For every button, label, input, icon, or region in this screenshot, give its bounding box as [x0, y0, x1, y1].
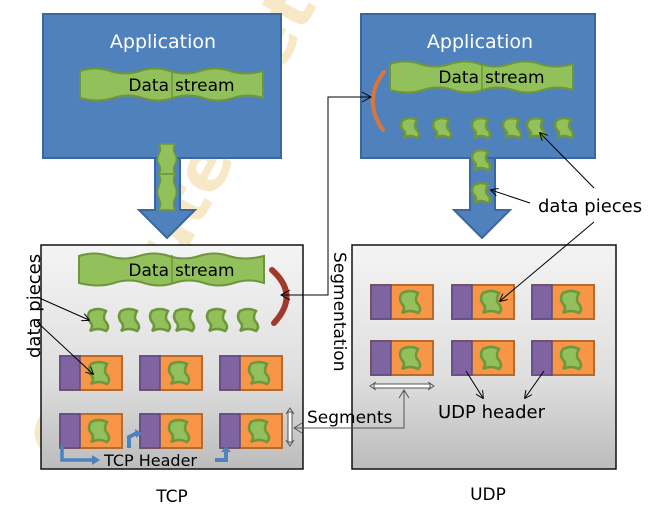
- segments-connector: [294, 390, 405, 429]
- udp-data-piece: [399, 116, 421, 140]
- segment-header: [59, 355, 81, 391]
- tcp-data-pieces: [86, 307, 260, 333]
- tcp-data-piece: [205, 307, 229, 333]
- segments-arrowhead-tcp: [293, 422, 303, 434]
- udp-segment: [531, 340, 595, 376]
- udp-header-pointer-2: [525, 370, 545, 398]
- segmentation-connector: [281, 96, 370, 296]
- segment-data-piece: [87, 418, 111, 444]
- tcp-segment: [139, 413, 203, 449]
- segment-data-piece: [247, 360, 271, 386]
- segment-header: [531, 284, 553, 320]
- tcp-panel-stream-label-right: stream: [175, 261, 235, 281]
- tcp-segment: [59, 355, 123, 391]
- tcp-data-piece: [172, 307, 196, 333]
- segment-header: [370, 340, 392, 376]
- segment-header: [370, 284, 392, 320]
- segmentation-label: Segmentation: [329, 252, 349, 371]
- udp-app-stream-label-right: stream: [485, 68, 545, 88]
- segment-data-piece: [398, 345, 422, 371]
- udp-segment: [531, 284, 595, 320]
- udp-segment: [451, 340, 515, 376]
- udp-data-pieces-pointer-3: [500, 221, 595, 301]
- tcp-data-pieces-label: data pieces: [24, 254, 45, 358]
- tcp-data-pieces-pointer-2: [36, 321, 93, 374]
- segment-header: [451, 284, 473, 320]
- tcp-panel-stream-label-left: Data: [128, 261, 169, 281]
- segment-data-piece: [167, 418, 191, 444]
- segment-header: [139, 355, 161, 391]
- udp-segment: [370, 284, 434, 320]
- udp-data-pieces-label: data pieces: [538, 196, 642, 217]
- segment-data-piece: [167, 360, 191, 386]
- tcp-app-stream-label-right: stream: [175, 76, 235, 96]
- segmentation-arrowhead-tcp: [279, 289, 291, 301]
- udp-data-piece: [470, 148, 492, 172]
- segment-data-piece: [398, 289, 422, 315]
- tcp-panel-data-stream: Data stream: [78, 252, 265, 287]
- tcp-data-piece: [86, 307, 110, 333]
- tcp-app-stream-label-left: Data: [128, 76, 169, 96]
- udp-header-pointer-1: [465, 370, 483, 398]
- udp-caption: UDP: [470, 485, 506, 505]
- tcp-segment: [59, 413, 123, 449]
- segment-header: [219, 355, 241, 391]
- tcp-caption: TCP: [155, 487, 188, 507]
- udp-arrow-data-pieces: [470, 148, 492, 205]
- udp-data-piece: [431, 116, 453, 140]
- udp-data-piece: [553, 116, 575, 140]
- udp-data-piece: [501, 116, 523, 140]
- segment-header: [451, 340, 473, 376]
- segment-data-piece: [479, 289, 503, 315]
- udp-data-piece: [470, 181, 492, 205]
- tcp-segment: [219, 413, 283, 449]
- udp-application-label: Application: [427, 31, 533, 53]
- tcp-down-arrow: [136, 143, 198, 240]
- udp-segmentation-arc: [370, 70, 386, 132]
- udp-header-label: UDP header: [438, 402, 546, 423]
- udp-app-stream-label-left: Data: [438, 68, 479, 88]
- segment-header: [139, 413, 161, 449]
- udp-data-piece: [470, 116, 492, 140]
- tcp-header-label: TCP Header: [103, 451, 197, 470]
- udp-segment-size-indicator: [369, 381, 435, 391]
- udp-segment: [451, 284, 515, 320]
- udp-segment: [370, 340, 434, 376]
- tcp-data-piece: [148, 307, 172, 333]
- tcp-header-arrows: [60, 429, 231, 465]
- udp-app-data-stream: Data stream: [389, 60, 574, 94]
- segment-data-piece: [247, 418, 271, 444]
- udp-data-pieces-pointer-2: [491, 190, 531, 204]
- udp-data-pieces-pointer-1: [540, 133, 595, 189]
- tcp-application-label: Application: [110, 31, 216, 53]
- segment-data-piece: [479, 345, 503, 371]
- segment-header: [59, 413, 81, 449]
- segment-header: [531, 340, 553, 376]
- tcp-segment: [219, 355, 283, 391]
- tcp-segmentation-arc: [269, 267, 290, 326]
- segment-header: [219, 413, 241, 449]
- tcp-data-pieces-pointer-1: [36, 296, 89, 320]
- segment-data-piece: [559, 345, 583, 371]
- tcp-app-data-stream: Data stream: [79, 67, 264, 102]
- tcp-segment: [139, 355, 203, 391]
- tcp-segment-size-indicator: [285, 407, 295, 447]
- tcp-data-piece: [117, 307, 141, 333]
- segments-arrowhead-udp: [398, 389, 410, 399]
- tcp-data-piece: [236, 307, 260, 333]
- segments-label: Segments: [307, 408, 393, 428]
- segment-data-piece: [559, 289, 583, 315]
- udp-segments: [370, 284, 595, 376]
- tcp-segments: [59, 355, 283, 449]
- segmentation-arrowhead-udp: [361, 91, 373, 103]
